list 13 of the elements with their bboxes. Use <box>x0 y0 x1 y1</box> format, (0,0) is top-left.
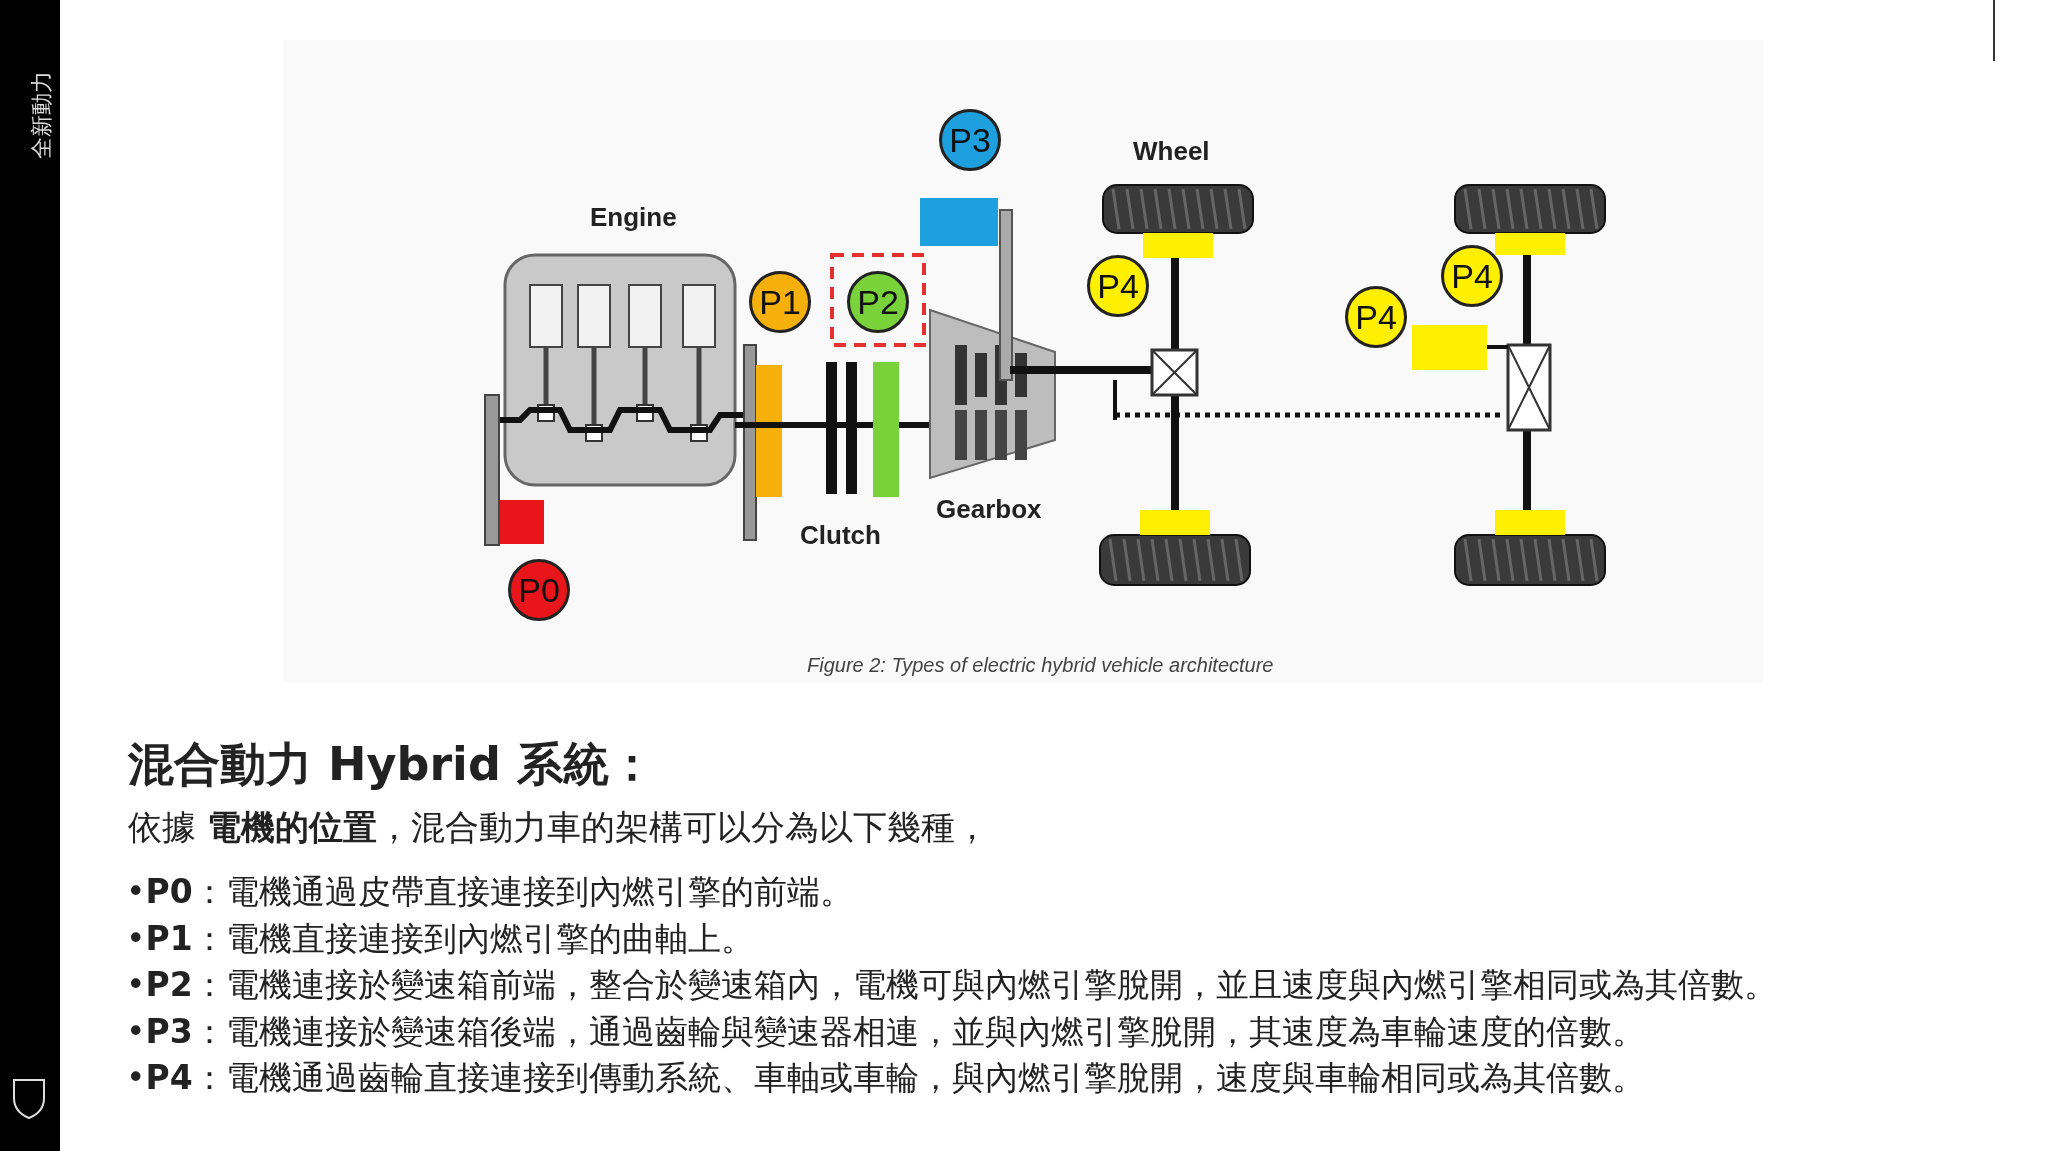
part-label: Wheel <box>1133 136 1210 167</box>
subtitle-text: 依據 電機的位置，混合動力車的架構可以分為以下幾種， <box>128 806 989 849</box>
bullet-text: •P3：電機連接於變速箱後端，通過齒輪與變速器相連，並與內燃引擎脫開，其速度為車輪速度的倍數。 <box>126 1010 1645 1053</box>
slide-title: 混合動力 Hybrid 系統： <box>128 736 655 793</box>
part-label: Gearbox <box>936 494 1042 525</box>
part-label: Clutch <box>800 520 881 551</box>
figure-caption: Figure 2: Types of electric hybrid vehicle architecture <box>807 654 1274 677</box>
sidebar-label: 全新動力 <box>28 71 55 159</box>
part-label: Engine <box>590 202 677 233</box>
bullet-text: •P0：電機通過皮帶直接連接到內燃引擎的前端。 <box>126 871 853 913</box>
bullet-text: •P4：電機通過齒輪直接連接到傳動系統、車軸或車輪，與內燃引擎脫開，速度與車輪相同或為其倍數。 <box>126 1057 1645 1099</box>
bullet-text: •P1：電機直接連接到內燃引擎的曲軸上。 <box>126 917 754 960</box>
bullet-text: •P2：電機連接於變速箱前端，整合於變速箱內，電機可與內燃引擎脫開，並且速度與內燃引擎相同或為其倍數。 <box>126 964 1777 1006</box>
